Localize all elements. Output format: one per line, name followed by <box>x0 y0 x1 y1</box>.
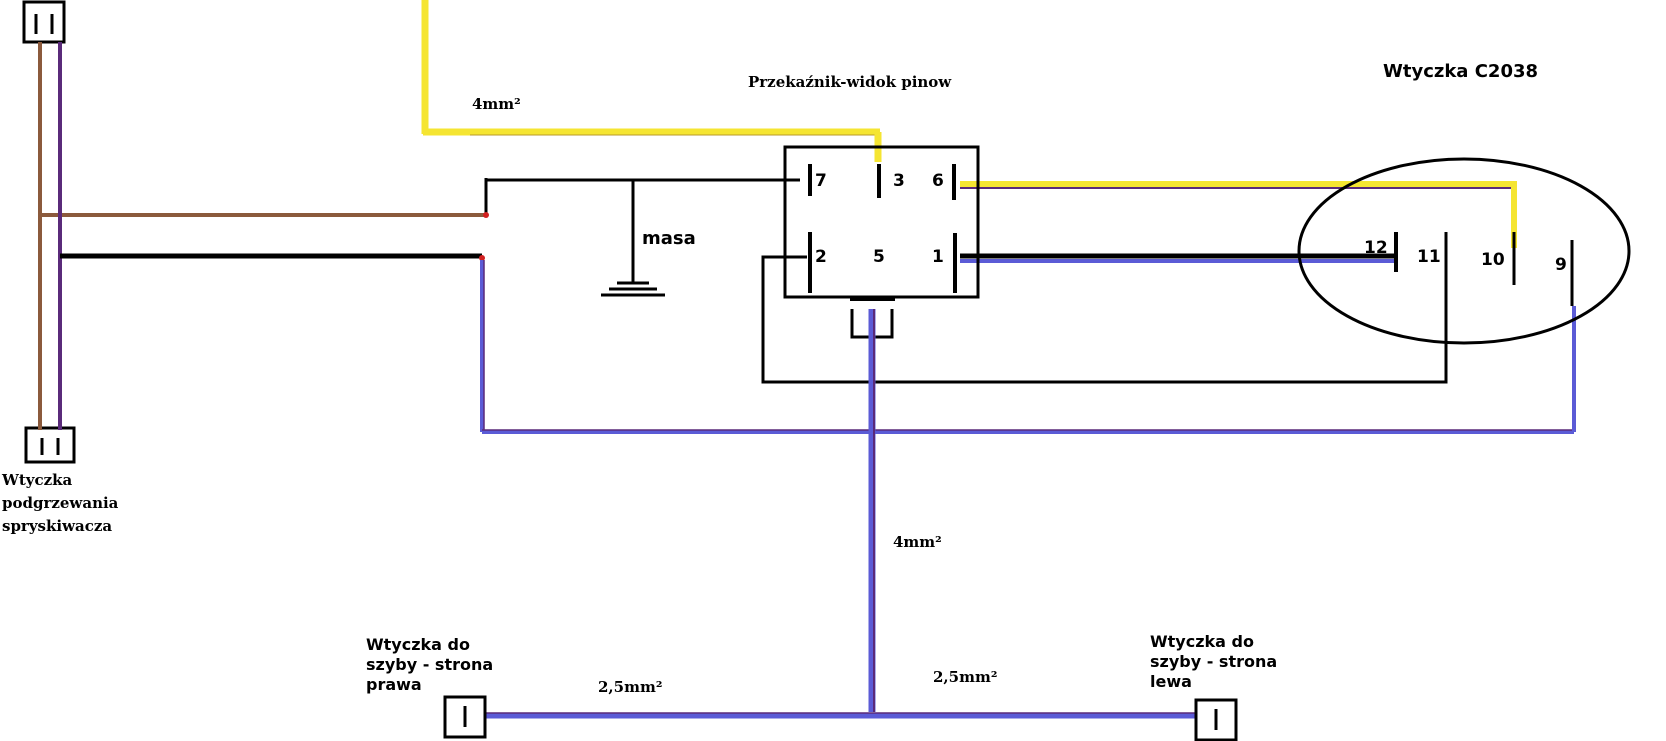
brown-wire <box>38 42 800 430</box>
wire-label-yellow: 4mm² <box>472 95 521 113</box>
c2038-pin-10: 10 <box>1481 250 1505 270</box>
heater-plug-bottom <box>24 426 76 464</box>
relay-pin-7: 7 <box>815 171 827 191</box>
c2038-connector <box>1297 157 1631 345</box>
heater-plug-label-1: Wtyczka <box>1 471 73 489</box>
blue-wire-main <box>868 309 876 712</box>
relay-pin-3: 3 <box>893 171 905 191</box>
blue-wire-window-plugs <box>485 712 1196 719</box>
relay-title: Przekaźnik-widok pinow <box>748 73 952 91</box>
wire-label-left-branch: 2,5mm² <box>933 668 997 686</box>
right-plug-label-3: prawa <box>366 675 422 694</box>
blue-rail <box>482 306 1576 434</box>
right-plug-label-2: szyby - strona <box>366 655 493 674</box>
yellow-wire-c2038 <box>960 181 1517 248</box>
right-plug-label-1: Wtyczka do <box>366 635 470 654</box>
left-plug-label-1: Wtyczka do <box>1150 632 1254 651</box>
ground-symbol <box>601 180 665 297</box>
c2038-pin-12: 12 <box>1364 238 1388 258</box>
black-wire-heater <box>60 253 485 432</box>
relay-pin-6: 6 <box>932 171 944 191</box>
black-wire-pin1 <box>960 253 1396 263</box>
relay-pin-2: 2 <box>815 247 827 267</box>
c2038-pin-11: 11 <box>1417 247 1441 267</box>
wire-label-main-vertical: 4mm² <box>893 533 942 551</box>
right-window-plug <box>443 695 487 739</box>
heater-plug-label-2: podgrzewania <box>2 494 119 512</box>
left-plug-label-2: szyby - strona <box>1150 652 1277 671</box>
relay-pin-5: 5 <box>873 247 885 267</box>
relay-box <box>783 145 980 339</box>
black-wire-pin2 <box>761 248 1448 384</box>
c2038-pin-9: 9 <box>1555 255 1567 275</box>
left-plug-label-3: lewa <box>1150 672 1192 691</box>
wire-label-right-branch: 2,5mm² <box>598 678 662 696</box>
relay-pin-1: 1 <box>932 247 944 267</box>
left-window-plug <box>1194 698 1238 741</box>
c2038-title: Wtyczka C2038 <box>1383 61 1538 82</box>
heater-plug-label-3: spryskiwacza <box>2 517 112 535</box>
ground-label: masa <box>642 228 696 249</box>
heater-plug-top <box>22 0 66 44</box>
